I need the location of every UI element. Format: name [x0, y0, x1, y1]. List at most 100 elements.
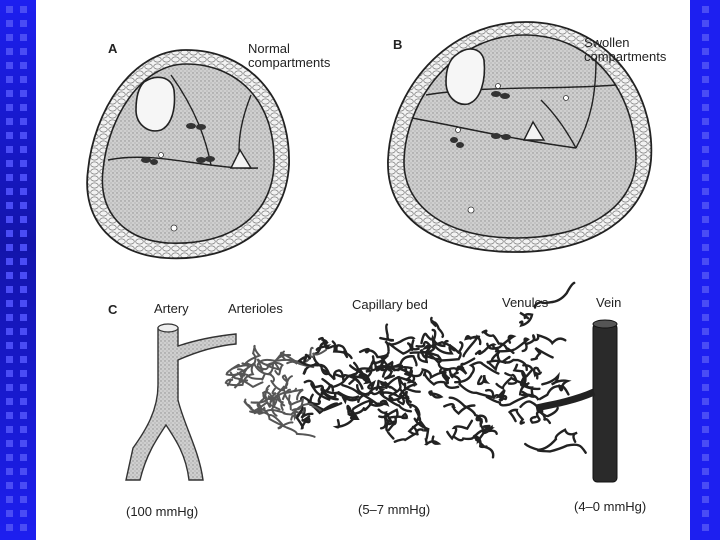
- side-bar-square: [20, 202, 27, 209]
- side-bar-square: [20, 370, 27, 377]
- side-bar-square: [20, 216, 27, 223]
- side-bar-square: [20, 496, 27, 503]
- side-bar-square: [6, 104, 13, 111]
- side-bar-square: [702, 202, 709, 209]
- side-bar-square: [702, 90, 709, 97]
- side-bar-square: [6, 188, 13, 195]
- capillary-vessel: [429, 392, 441, 398]
- panel-a-caption-line2: compartments: [248, 56, 330, 70]
- side-bar-square: [6, 314, 13, 321]
- side-bar-square: [702, 482, 709, 489]
- side-bar-square: [6, 118, 13, 125]
- capillary-vessel: [454, 373, 493, 397]
- panel-a-letter: A: [108, 42, 117, 56]
- side-bar-square: [6, 454, 13, 461]
- side-bar-square: [20, 510, 27, 517]
- side-bar-square: [702, 132, 709, 139]
- side-bar-square: [20, 34, 27, 41]
- side-bar-square: [20, 132, 27, 139]
- artery-drawing: [126, 324, 236, 480]
- side-bar-square: [702, 62, 709, 69]
- side-bar-square: [20, 258, 27, 265]
- side-bar-square: [20, 454, 27, 461]
- side-bar-square: [6, 398, 13, 405]
- side-bar-square: [702, 188, 709, 195]
- capillary-vessel: [487, 336, 513, 349]
- side-bar-square: [6, 6, 13, 13]
- side-bar-square: [6, 132, 13, 139]
- side-bar-square: [702, 258, 709, 265]
- side-bar-square: [20, 328, 27, 335]
- side-bar-square: [6, 174, 13, 181]
- figure-panel: A Normal compartments B Swollen compartm…: [36, 0, 690, 540]
- side-bar-square: [20, 244, 27, 251]
- vein-pressure: (4–0 mmHg): [574, 500, 646, 514]
- side-bar-square: [6, 496, 13, 503]
- side-bar-square: [702, 286, 709, 293]
- side-bar-square: [702, 384, 709, 391]
- side-bar-square: [702, 356, 709, 363]
- capillary-pressure: (5–7 mmHg): [358, 503, 430, 517]
- artery-label: Artery: [154, 302, 189, 316]
- side-bar-square: [20, 90, 27, 97]
- side-bar-square: [20, 384, 27, 391]
- side-bar-square: [20, 426, 27, 433]
- side-bar-square: [702, 174, 709, 181]
- side-bar-square: [20, 20, 27, 27]
- capillary-vessel: [534, 368, 541, 379]
- side-bar-square: [20, 272, 27, 279]
- arterioles-label: Arterioles: [228, 302, 283, 316]
- side-bar-square: [6, 370, 13, 377]
- cross-section-normal: [87, 50, 289, 258]
- capillary-vessel: [478, 375, 487, 384]
- side-bar-square: [702, 440, 709, 447]
- side-bar-square: [702, 20, 709, 27]
- side-bar-square: [6, 412, 13, 419]
- side-bar-square: [6, 146, 13, 153]
- side-bar-square: [702, 118, 709, 125]
- capillary-vessel: [431, 318, 443, 337]
- capillary-vessel: [510, 410, 524, 424]
- side-bar-square: [702, 328, 709, 335]
- capillary-vessel: [527, 335, 565, 343]
- side-bar-square: [6, 160, 13, 167]
- side-bar-square: [6, 510, 13, 517]
- side-bar-square: [702, 370, 709, 377]
- side-bar-square: [20, 160, 27, 167]
- panel-b-caption-line1: Swollen: [584, 36, 630, 50]
- side-bar-square: [20, 118, 27, 125]
- capillary-vessel: [477, 417, 482, 424]
- capillary-vessel: [360, 349, 388, 357]
- side-bar-square: [20, 412, 27, 419]
- side-bar-square: [6, 202, 13, 209]
- side-bar-square: [20, 314, 27, 321]
- side-bar-square: [20, 6, 27, 13]
- capillary-vessel: [520, 313, 532, 326]
- side-bar-square: [6, 48, 13, 55]
- side-bar-square: [20, 146, 27, 153]
- side-bar-square: [6, 426, 13, 433]
- vein-drawing: [536, 320, 617, 482]
- side-bar-square: [6, 328, 13, 335]
- capillary-bed-label: Capillary bed: [352, 298, 428, 312]
- side-bar-square: [20, 286, 27, 293]
- side-bar-square: [6, 216, 13, 223]
- side-bar-square: [6, 356, 13, 363]
- capillary-vessel: [447, 421, 472, 439]
- side-bar-square: [702, 496, 709, 503]
- vein-label: Vein: [596, 296, 621, 310]
- side-bar-square: [6, 230, 13, 237]
- side-bar-square: [6, 286, 13, 293]
- side-bar-square: [702, 510, 709, 517]
- panel-a-caption-line1: Normal: [248, 42, 290, 56]
- figure-drawing: [36, 0, 690, 540]
- side-bar-square: [6, 20, 13, 27]
- capillary-vessel: [525, 430, 577, 450]
- side-bar-square: [6, 244, 13, 251]
- side-bar-square: [702, 398, 709, 405]
- panel-c-letter: C: [108, 303, 117, 317]
- side-bar-square: [6, 258, 13, 265]
- side-bar-square: [6, 34, 13, 41]
- side-bar-square: [702, 160, 709, 167]
- side-bar-square: [6, 384, 13, 391]
